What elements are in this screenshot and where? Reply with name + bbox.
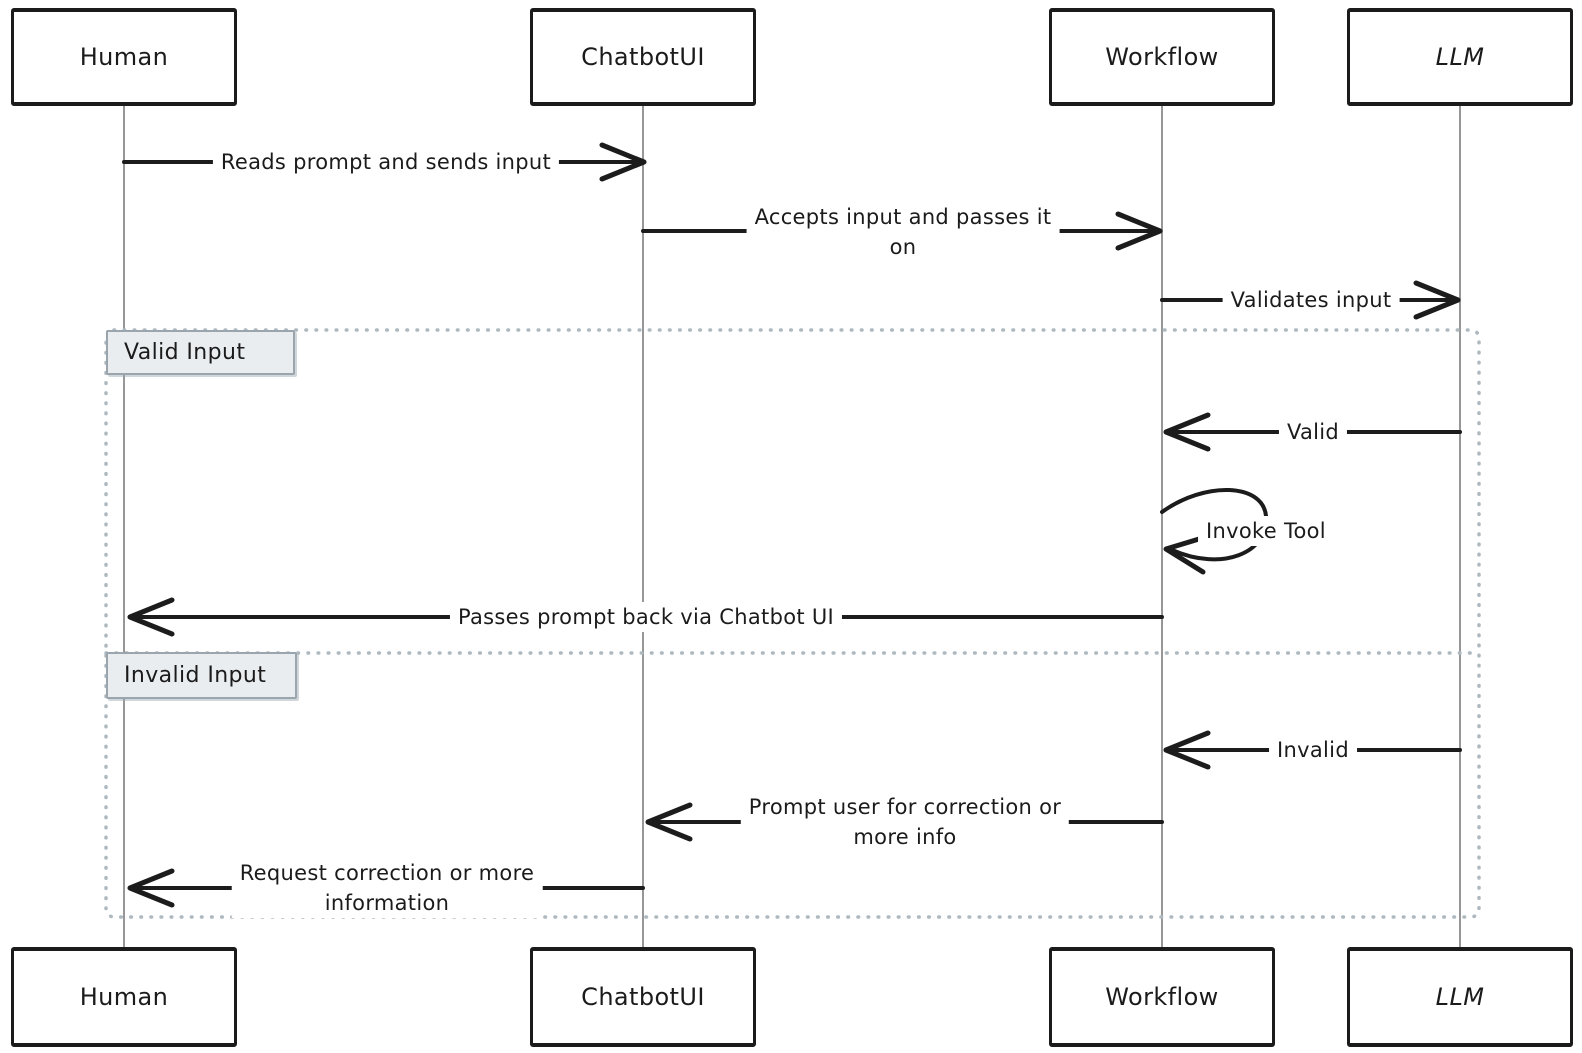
message-label-reads-prompt: Reads prompt and sends input	[212, 147, 560, 177]
message-text: Accepts input and passes it	[754, 205, 1052, 229]
message-label-accepts-input: Accepts input and passes it on	[746, 202, 1060, 262]
message-label-invoke-tool: Invoke Tool	[1198, 516, 1334, 546]
actor-label: LLM	[1435, 43, 1485, 71]
message-text: Request correction or more	[239, 861, 535, 885]
message-text: on	[889, 235, 917, 259]
message-text: Passes prompt back via Chatbot UI	[457, 605, 835, 629]
message-label-invalid: Invalid	[1269, 735, 1357, 765]
message-label-prompt-user-correction: Prompt user for correction or more info	[740, 792, 1070, 852]
actor-box-human-top: Human	[11, 8, 237, 106]
frame-label-valid-input: Valid Input	[106, 330, 295, 375]
actor-box-human-bottom: Human	[11, 947, 237, 1047]
actor-label: ChatbotUI	[581, 983, 705, 1011]
message-label-request-correction: Request correction or more information	[231, 858, 543, 918]
actor-box-llm-top: LLM	[1347, 8, 1573, 106]
actor-label: Workflow	[1105, 983, 1219, 1011]
message-text: Invoke Tool	[1206, 519, 1326, 543]
actor-label: Workflow	[1105, 43, 1219, 71]
actor-label: Human	[79, 983, 169, 1011]
actor-label: ChatbotUI	[581, 43, 705, 71]
frame-label-text: Invalid Input	[124, 663, 267, 688]
actor-box-llm-bottom: LLM	[1347, 947, 1573, 1047]
message-label-validates-input: Validates input	[1222, 285, 1400, 315]
actor-box-workflow-bottom: Workflow	[1049, 947, 1275, 1047]
actor-label: Human	[79, 43, 169, 71]
actor-label: LLM	[1435, 983, 1485, 1011]
message-label-passes-prompt-back: Passes prompt back via Chatbot UI	[449, 602, 843, 632]
alt-frame-border	[104, 328, 1481, 919]
message-label-valid: Valid	[1278, 417, 1348, 447]
actor-box-chatbotui-top: ChatbotUI	[530, 8, 756, 106]
arrow-invoke-tool-loop	[1160, 487, 1269, 575]
message-text: Reads prompt and sends input	[220, 150, 552, 174]
message-text: more info	[853, 825, 957, 849]
actor-box-chatbotui-bottom: ChatbotUI	[530, 947, 756, 1047]
message-text: Validates input	[1230, 288, 1392, 312]
actor-box-workflow-top: Workflow	[1049, 8, 1275, 106]
message-text: information	[324, 891, 450, 915]
message-text: Prompt user for correction or	[748, 795, 1062, 819]
alt-frame	[104, 328, 1481, 919]
message-text: Invalid	[1277, 738, 1349, 762]
lifelines	[123, 106, 1461, 947]
message-text: Valid	[1286, 420, 1340, 444]
frame-label-text: Valid Input	[124, 340, 246, 365]
frame-label-invalid-input: Invalid Input	[106, 652, 297, 699]
